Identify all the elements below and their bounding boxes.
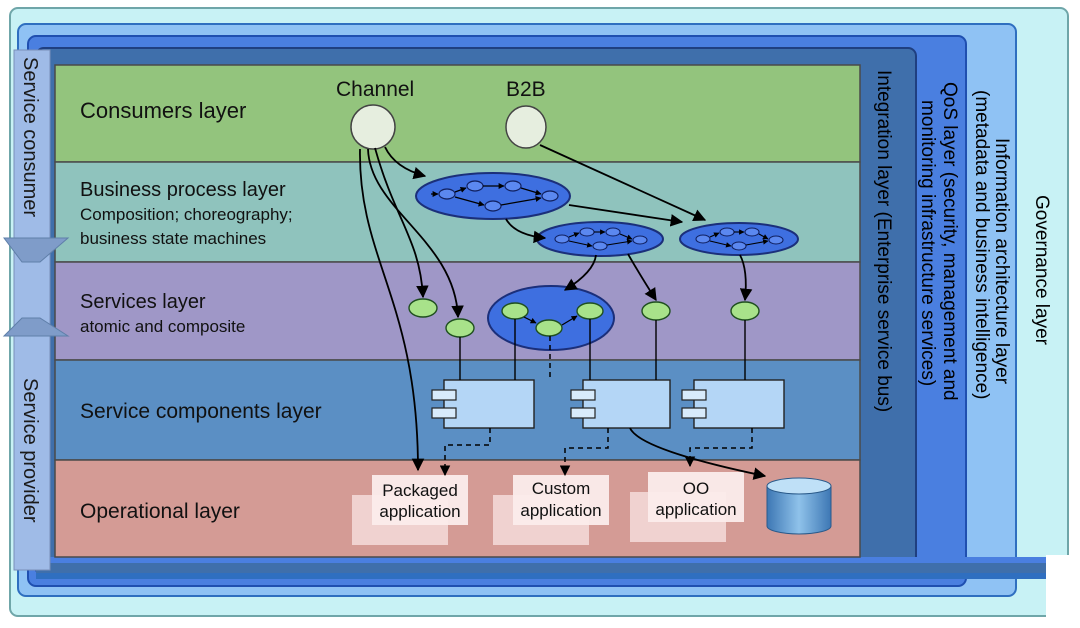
- service-node-2: [445, 318, 475, 338]
- service-component-3: [681, 379, 785, 429]
- database-icon: [766, 477, 832, 535]
- services-layer-row: [54, 261, 861, 361]
- consumer-provider-arrow-down: [3, 237, 70, 263]
- integration-layer-label: Integration layer (Enterprise service bu…: [873, 70, 894, 412]
- qos-layer-label-line1: QoS layer (security, management and: [939, 82, 960, 401]
- process-blob-1: [415, 172, 571, 220]
- service-node-3: [641, 301, 671, 321]
- packaged-application-line2: application: [379, 502, 460, 521]
- service-component-1: [431, 379, 535, 429]
- services-layer-sub: atomic and composite: [80, 317, 245, 336]
- packaged-application-line1: Packaged: [382, 481, 458, 500]
- service-node-1: [408, 298, 438, 318]
- process-blob-2: [536, 221, 664, 257]
- b2b-label: B2B: [506, 78, 546, 101]
- oo-application-line1: OO: [683, 479, 709, 498]
- service-component-2: [570, 379, 671, 429]
- governance-layer-label: Governance layer: [1031, 195, 1052, 346]
- b2b-node: [505, 105, 547, 149]
- service-components-layer-label: Service components layer: [80, 400, 322, 423]
- service-node-4: [730, 301, 760, 321]
- service-consumer-label: Service consumer: [19, 57, 41, 217]
- consumers-layer-row: [54, 64, 861, 163]
- business-process-layer-sub1: Composition; choreography;: [80, 205, 293, 224]
- business-process-layer-label: Business process layer: [80, 179, 286, 201]
- business-process-layer-sub2: business state machines: [80, 229, 266, 248]
- consumers-layer-label: Consumers layer: [80, 98, 246, 123]
- service-provider-label: Service provider: [19, 378, 41, 523]
- consumer-provider-arrow-up: [2, 317, 70, 337]
- information-architecture-label-line2: (metadata and business intelligence): [971, 90, 992, 399]
- left-band: [13, 49, 51, 571]
- corner-cut: [1046, 555, 1080, 623]
- composite-service: [487, 285, 615, 351]
- oo-application: OO application: [630, 472, 744, 542]
- services-layer-label: Services layer: [80, 291, 206, 313]
- information-architecture-label-line1: Information architecture layer: [991, 138, 1012, 385]
- bottom-stripe-3: [36, 573, 1046, 579]
- qos-layer-label-line2: monitoring infrastructure services): [917, 100, 938, 386]
- dashed-connectors: [439, 336, 753, 477]
- operational-layer-label: Operational layer: [80, 500, 240, 523]
- bottom-stripe: [36, 557, 1046, 563]
- bottom-stripe-2: [36, 563, 1046, 573]
- custom-application-line1: Custom: [532, 479, 591, 498]
- channel-label: Channel: [336, 78, 414, 101]
- custom-application-line2: application: [520, 501, 601, 520]
- connectors: [359, 144, 767, 480]
- packaged-application: Packaged application: [352, 475, 468, 545]
- oo-application-line2: application: [655, 500, 736, 519]
- custom-application: Custom application: [493, 475, 609, 545]
- process-blob-3: [679, 222, 799, 256]
- channel-node: [350, 104, 396, 150]
